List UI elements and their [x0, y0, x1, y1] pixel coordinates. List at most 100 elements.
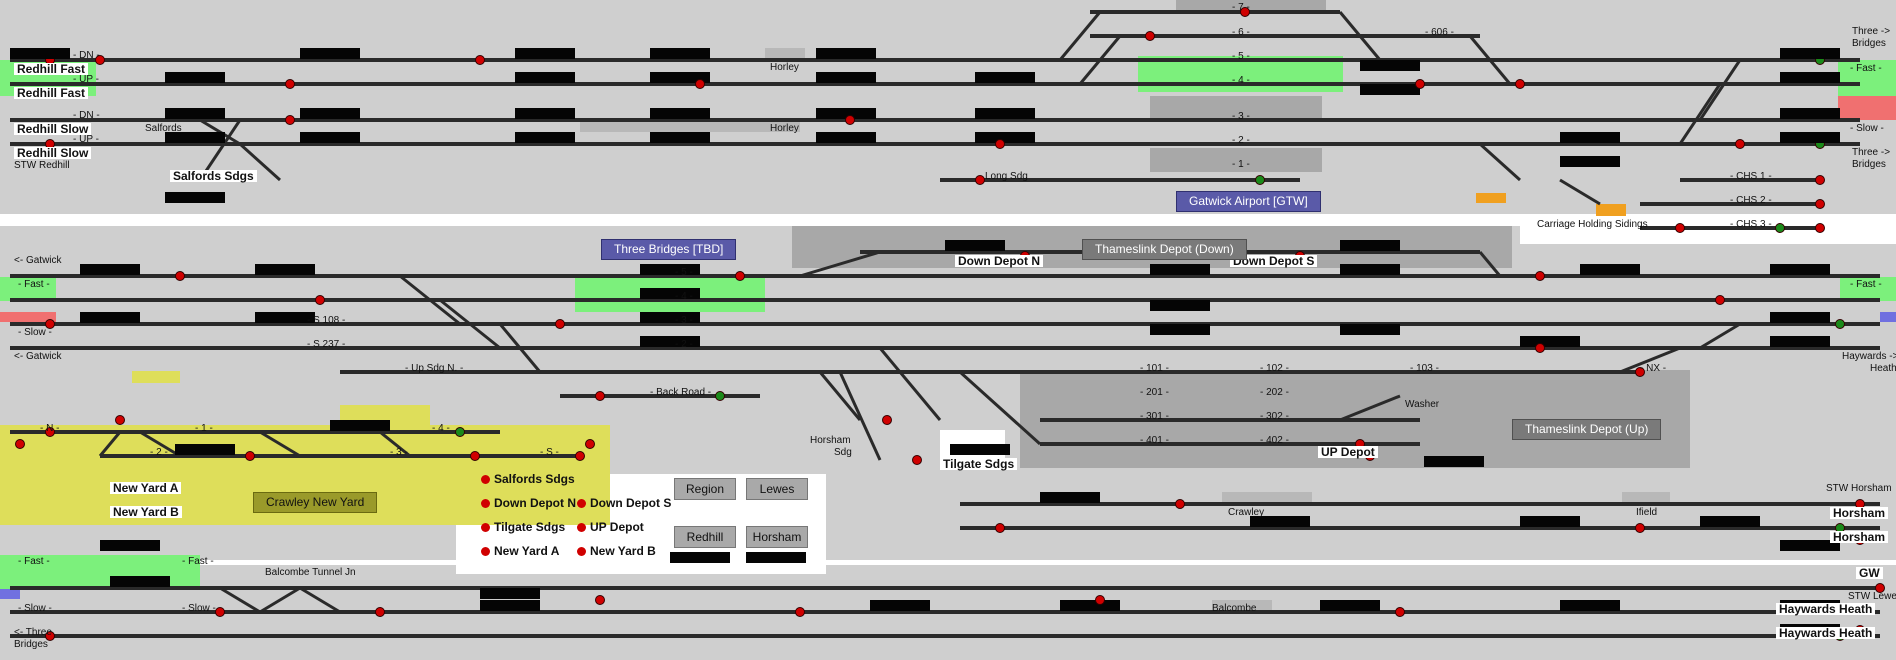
signal-icon[interactable] [845, 115, 855, 125]
signal-icon[interactable] [95, 55, 105, 65]
points-crossover[interactable] [139, 430, 181, 458]
line-label-balcombe: Balcombe [1212, 603, 1257, 614]
points-crossover[interactable] [98, 431, 122, 457]
signal-icon[interactable] [45, 631, 55, 641]
platform-number--nx-: - NX - [1640, 363, 1667, 374]
points-crossover[interactable] [1699, 322, 1741, 350]
signal-icon[interactable] [715, 391, 725, 401]
lewes-button[interactable]: Lewes [746, 478, 808, 500]
points-crossover[interactable] [259, 430, 301, 458]
signal-icon[interactable] [1175, 499, 1185, 509]
signal-icon[interactable] [735, 271, 745, 281]
legend-item[interactable]: Tilgate Sdgs [481, 521, 565, 533]
line-label-s108: - S 108 - [307, 315, 346, 326]
signal-icon[interactable] [45, 319, 55, 329]
points-crossover[interactable] [878, 347, 942, 421]
signal-icon[interactable] [1635, 367, 1645, 377]
signal-icon[interactable] [882, 415, 892, 425]
signal-icon[interactable] [315, 295, 325, 305]
points-crossover[interactable] [818, 371, 862, 421]
signal-icon[interactable] [245, 451, 255, 461]
platform-number--606-: - 606 - [1425, 27, 1454, 38]
points-crossover[interactable] [1078, 35, 1122, 85]
points-crossover[interactable] [1619, 346, 1681, 374]
signal-icon[interactable] [285, 115, 295, 125]
horsham-button[interactable]: Horsham [746, 526, 808, 548]
points-crossover[interactable] [1478, 251, 1502, 277]
signal-icon[interactable] [15, 439, 25, 449]
signal-icon[interactable] [995, 523, 1005, 533]
points-crossover[interactable] [439, 298, 501, 350]
points-crossover[interactable] [299, 586, 341, 614]
platform-number--2-: - 2 - [1232, 135, 1250, 146]
signal-icon[interactable] [1715, 295, 1725, 305]
line-label-balcombe-tunnel: Balcombe Tunnel Jn [265, 567, 356, 578]
legend-item[interactable]: Down Depot N [481, 497, 576, 509]
signal-icon[interactable] [215, 607, 225, 617]
signal-icon[interactable] [1255, 175, 1265, 185]
signal-icon[interactable] [1635, 523, 1645, 533]
signal-icon[interactable] [555, 319, 565, 329]
signal-icon[interactable] [1535, 271, 1545, 281]
signal-icon[interactable] [595, 391, 605, 401]
line-label-haywards-heath-1: Haywards -> [1842, 351, 1896, 362]
signal-icon[interactable] [1145, 31, 1155, 41]
train-describer-berth [80, 312, 140, 323]
points-crossover[interactable] [1468, 35, 1512, 85]
points-crossover[interactable] [379, 430, 411, 458]
region-button[interactable]: Region [674, 478, 736, 500]
signal-icon[interactable] [285, 79, 295, 89]
points-crossover[interactable] [238, 142, 282, 182]
signal-icon[interactable] [1675, 223, 1685, 233]
points-crossover[interactable] [1559, 178, 1601, 206]
signal-icon[interactable] [115, 415, 125, 425]
signal-icon[interactable] [575, 451, 585, 461]
points-crossover[interactable] [1058, 11, 1102, 61]
signal-icon[interactable] [695, 79, 705, 89]
signal-icon[interactable] [1815, 199, 1825, 209]
points-crossover[interactable] [799, 250, 881, 278]
legend-item[interactable]: Down Depot S [577, 497, 671, 509]
legend-item[interactable]: New Yard A [481, 545, 559, 557]
legend-item[interactable]: New Yard B [577, 545, 656, 557]
points-crossover[interactable] [1339, 394, 1401, 422]
signal-icon[interactable] [470, 451, 480, 461]
signal-icon[interactable] [995, 139, 1005, 149]
signal-icon[interactable] [1815, 223, 1825, 233]
signal-icon[interactable] [585, 439, 595, 449]
signal-icon[interactable] [1835, 319, 1845, 329]
signal-icon[interactable] [1095, 595, 1105, 605]
points-crossover[interactable] [1338, 11, 1382, 61]
points-crossover[interactable] [1478, 142, 1522, 182]
signal-icon[interactable] [45, 427, 55, 437]
line-label-up-1: - UP - [73, 74, 99, 85]
signal-icon[interactable] [1240, 7, 1250, 17]
points-crossover[interactable] [498, 323, 542, 373]
signal-icon[interactable] [1395, 607, 1405, 617]
signal-icon[interactable] [375, 607, 385, 617]
legend-item[interactable]: Salfords Sdgs [481, 473, 575, 485]
points-crossover[interactable] [958, 370, 1042, 446]
signal-icon[interactable] [1735, 139, 1745, 149]
signal-icon[interactable] [1775, 223, 1785, 233]
signal-icon[interactable] [475, 55, 485, 65]
signal-icon[interactable] [455, 427, 465, 437]
signal-icon[interactable] [595, 595, 605, 605]
signal-icon[interactable] [1815, 175, 1825, 185]
legend-item[interactable]: UP Depot [577, 521, 644, 533]
points-crossover[interactable] [219, 586, 261, 614]
signal-icon[interactable] [1515, 79, 1525, 89]
signal-icon[interactable] [1415, 79, 1425, 89]
signal-icon[interactable] [1535, 343, 1545, 353]
points-crossover[interactable] [1698, 59, 1742, 121]
signal-icon[interactable] [975, 175, 985, 185]
signal-icon[interactable] [912, 455, 922, 465]
points-crossover[interactable] [838, 371, 882, 461]
signal-icon[interactable] [175, 271, 185, 281]
points-crossover[interactable] [1678, 83, 1722, 145]
points-crossover[interactable] [399, 274, 461, 326]
signal-icon[interactable] [795, 607, 805, 617]
points-crossover[interactable] [259, 586, 301, 614]
signal-icon[interactable] [1875, 583, 1885, 593]
redhill-button[interactable]: Redhill [674, 526, 736, 548]
